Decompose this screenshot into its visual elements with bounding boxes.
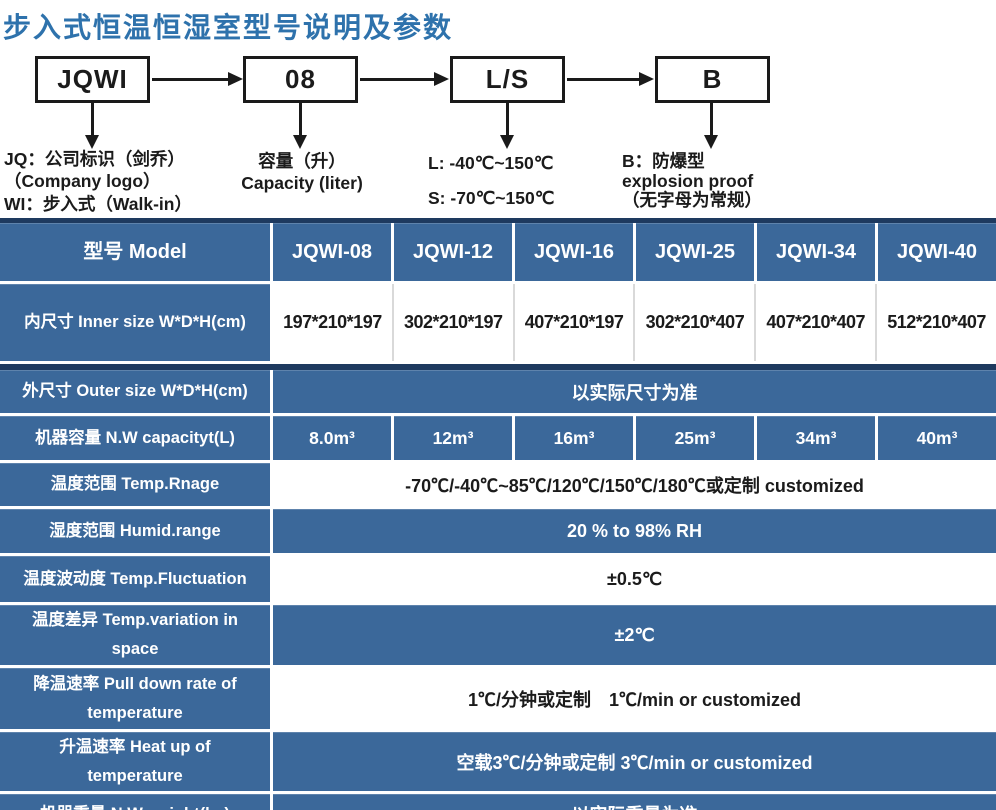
note-company: JQ：公司标识（剑乔） （Company logo） WI：步入式（Walk-i… xyxy=(4,148,192,215)
cell-value: 20 % to 98% RH xyxy=(270,509,996,553)
row-label: 机器重量 N.W weight(kg) xyxy=(0,794,270,810)
cell-value: 407*210*407 xyxy=(754,284,876,361)
table-top-border xyxy=(0,218,996,223)
note-line: Capacity (liter) xyxy=(241,173,363,194)
row-label: 温度波动度 Temp.Fluctuation xyxy=(0,556,270,602)
arrow-right-icon xyxy=(152,72,243,86)
cell-value: 空载3℃/分钟或定制 3℃/min or customized xyxy=(270,732,996,791)
spec-table: 型号 Model JQWI-08 JQWI-12 JQWI-16 JQWI-25… xyxy=(0,218,996,810)
cell-value: 12m³ xyxy=(391,416,512,460)
col-header: JQWI-12 xyxy=(391,223,512,281)
table-header-row: 型号 Model JQWI-08 JQWI-12 JQWI-16 JQWI-25… xyxy=(0,223,996,281)
note-line: S: -70℃~150℃ xyxy=(428,188,555,209)
cell-value: 1℃/分钟或定制 1℃/min or customized xyxy=(270,668,996,729)
row-label: 内尺寸 Inner size W*D*H(cm) xyxy=(0,284,270,361)
col-header-model: 型号 Model xyxy=(0,223,270,281)
code-box-label: 08 xyxy=(285,64,316,94)
code-box-label: L/S xyxy=(485,64,530,94)
col-header: JQWI-34 xyxy=(754,223,875,281)
code-box-label: B xyxy=(702,64,723,94)
note-line: （无字母为常规） xyxy=(622,190,762,211)
col-header: JQWI-25 xyxy=(633,223,754,281)
cell-value: 25m³ xyxy=(633,416,754,460)
cell-value: 197*210*197 xyxy=(270,284,392,361)
cell-value: ±2℃ xyxy=(270,605,996,665)
note-temp-letter: L: -40℃~150℃ S: -70℃~150℃ xyxy=(428,152,554,210)
arrow-down-icon xyxy=(500,103,514,149)
note-line: B：防爆型 xyxy=(622,151,705,171)
row-label: 温度差异 Temp.variation in space xyxy=(0,605,270,665)
row-capacity: 机器容量 N.W capacityt(L) 8.0m³ 12m³ 16m³ 25… xyxy=(0,416,996,460)
arrow-down-icon xyxy=(85,103,99,149)
row-label: 湿度范围 Humid.range xyxy=(0,509,270,553)
row-temp-fluctuation: 温度波动度 Temp.Fluctuation ±0.5℃ xyxy=(0,556,996,602)
cell-value: -70℃/-40℃~85℃/120℃/150℃/180℃或定制 customiz… xyxy=(270,463,996,506)
col-header: JQWI-16 xyxy=(512,223,633,281)
arrow-down-icon xyxy=(704,103,718,149)
row-label: 升温速率 Heat up of temperature xyxy=(0,732,270,791)
arrow-right-icon xyxy=(360,72,449,86)
note-line: JQ：公司标识（剑乔） xyxy=(4,149,185,169)
cell-value: 34m³ xyxy=(754,416,875,460)
row-temp-variation: 温度差异 Temp.variation in space ±2℃ xyxy=(0,605,996,665)
note-line: 容量（升） xyxy=(258,151,346,171)
row-inner-size: 内尺寸 Inner size W*D*H(cm) 197*210*197 302… xyxy=(0,284,996,361)
cell-value: 512*210*407 xyxy=(875,284,996,361)
cell-value: 以实际重量为准 xyxy=(270,794,996,810)
model-code-section: 步入式恒温恒湿室型号说明及参数 JQWI 08 L/S B JQ：公司标识（剑乔… xyxy=(0,0,996,218)
col-header: JQWI-40 xyxy=(875,223,996,281)
note-line: （Company logo） xyxy=(4,171,161,192)
cell-value: 302*210*407 xyxy=(633,284,755,361)
arrow-down-icon xyxy=(293,103,307,149)
row-temp-range: 温度范围 Temp.Rnage -70℃/-40℃~85℃/120℃/150℃/… xyxy=(0,463,996,506)
row-label: 外尺寸 Outer size W*D*H(cm) xyxy=(0,370,270,413)
page-title: 步入式恒温恒湿室型号说明及参数 xyxy=(3,12,454,43)
cell-value: 以实际尺寸为准 xyxy=(270,370,996,413)
code-box-capacity: 08 xyxy=(243,56,358,103)
col-header: JQWI-08 xyxy=(270,223,391,281)
note-line: WI：步入式（Walk-in） xyxy=(4,193,192,214)
row-heat-up-rate: 升温速率 Heat up of temperature 空载3℃/分钟或定制 3… xyxy=(0,732,996,791)
row-divider xyxy=(0,364,996,370)
row-pull-down-rate: 降温速率 Pull down rate of temperature 1℃/分钟… xyxy=(0,668,996,729)
row-humid-range: 湿度范围 Humid.range 20 % to 98% RH xyxy=(0,509,996,553)
cell-value: 302*210*197 xyxy=(391,284,513,361)
note-line: L: -40℃~150℃ xyxy=(428,153,554,173)
cell-value: ±0.5℃ xyxy=(270,556,996,602)
row-label: 降温速率 Pull down rate of temperature xyxy=(0,668,270,729)
row-weight: 机器重量 N.W weight(kg) 以实际重量为准 xyxy=(0,794,996,810)
arrow-right-icon xyxy=(567,72,654,86)
code-box-company: JQWI xyxy=(35,56,150,103)
row-label: 温度范围 Temp.Rnage xyxy=(0,463,270,506)
note-line: explosion proof xyxy=(622,170,754,191)
note-capacity: 容量（升） Capacity (liter) xyxy=(222,150,382,195)
row-label: 机器容量 N.W capacityt(L) xyxy=(0,416,270,460)
cell-value: 40m³ xyxy=(875,416,996,460)
code-box-label: JQWI xyxy=(57,64,128,94)
note-explosion: B：防爆型 explosion proof （无字母为常规） xyxy=(622,151,762,211)
code-box-temp-letter: L/S xyxy=(450,56,565,103)
cell-value: 407*210*197 xyxy=(512,284,634,361)
cell-value: 8.0m³ xyxy=(270,416,391,460)
code-box-explosion: B xyxy=(655,56,770,103)
row-outer-size: 外尺寸 Outer size W*D*H(cm) 以实际尺寸为准 xyxy=(0,370,996,413)
cell-value: 16m³ xyxy=(512,416,633,460)
